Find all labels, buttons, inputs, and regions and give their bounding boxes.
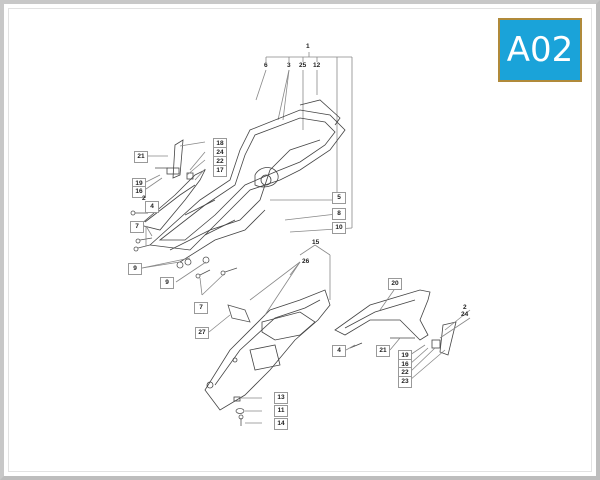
callout-9-b: 9 xyxy=(160,277,174,289)
callout-26: 26 xyxy=(302,258,310,265)
bottom-fasteners xyxy=(227,304,251,426)
left-bolts xyxy=(130,167,238,279)
callout-6: 6 xyxy=(264,62,268,69)
section-badge: A02 xyxy=(498,18,582,82)
callout-23: 23 xyxy=(398,376,412,388)
callout-3: 3 xyxy=(287,62,291,69)
callout-14: 14 xyxy=(274,418,288,430)
callout-25: 25 xyxy=(299,62,307,69)
callout-2-left: 2 xyxy=(142,195,146,202)
callout-21-left: 21 xyxy=(134,151,148,163)
callout-24-right: 24 xyxy=(461,311,469,318)
callout-7-lower: 7 xyxy=(194,302,208,314)
callout-13: 13 xyxy=(274,392,288,404)
callout-10: 10 xyxy=(332,222,346,234)
callout-11: 11 xyxy=(274,405,288,417)
callout-2-right: 2 xyxy=(463,304,467,311)
callout-27: 27 xyxy=(195,327,209,339)
right-footpeg-bracket xyxy=(334,289,457,356)
callout-20: 20 xyxy=(388,278,402,290)
rear-undertray xyxy=(204,289,331,411)
callout-12: 12 xyxy=(313,62,321,69)
callout-17: 17 xyxy=(213,165,227,177)
callout-21-right: 21 xyxy=(376,345,390,357)
callout-4-right: 4 xyxy=(332,345,346,357)
callout-16-left: 16 xyxy=(132,186,146,198)
callout-5: 5 xyxy=(332,192,346,204)
callout-leaders xyxy=(141,141,471,424)
callout-9-a: 9 xyxy=(128,263,142,275)
frame-inner-border xyxy=(8,8,592,472)
callout-8: 8 xyxy=(332,208,346,220)
leader-lines-top xyxy=(255,52,353,233)
callout-1: 1 xyxy=(306,43,310,50)
callout-15: 15 xyxy=(312,239,320,246)
callout-7-left: 7 xyxy=(130,221,144,233)
callout-4-left: 4 xyxy=(145,201,159,213)
rear-subframe xyxy=(149,99,346,263)
left-footpeg-bracket xyxy=(139,139,206,231)
